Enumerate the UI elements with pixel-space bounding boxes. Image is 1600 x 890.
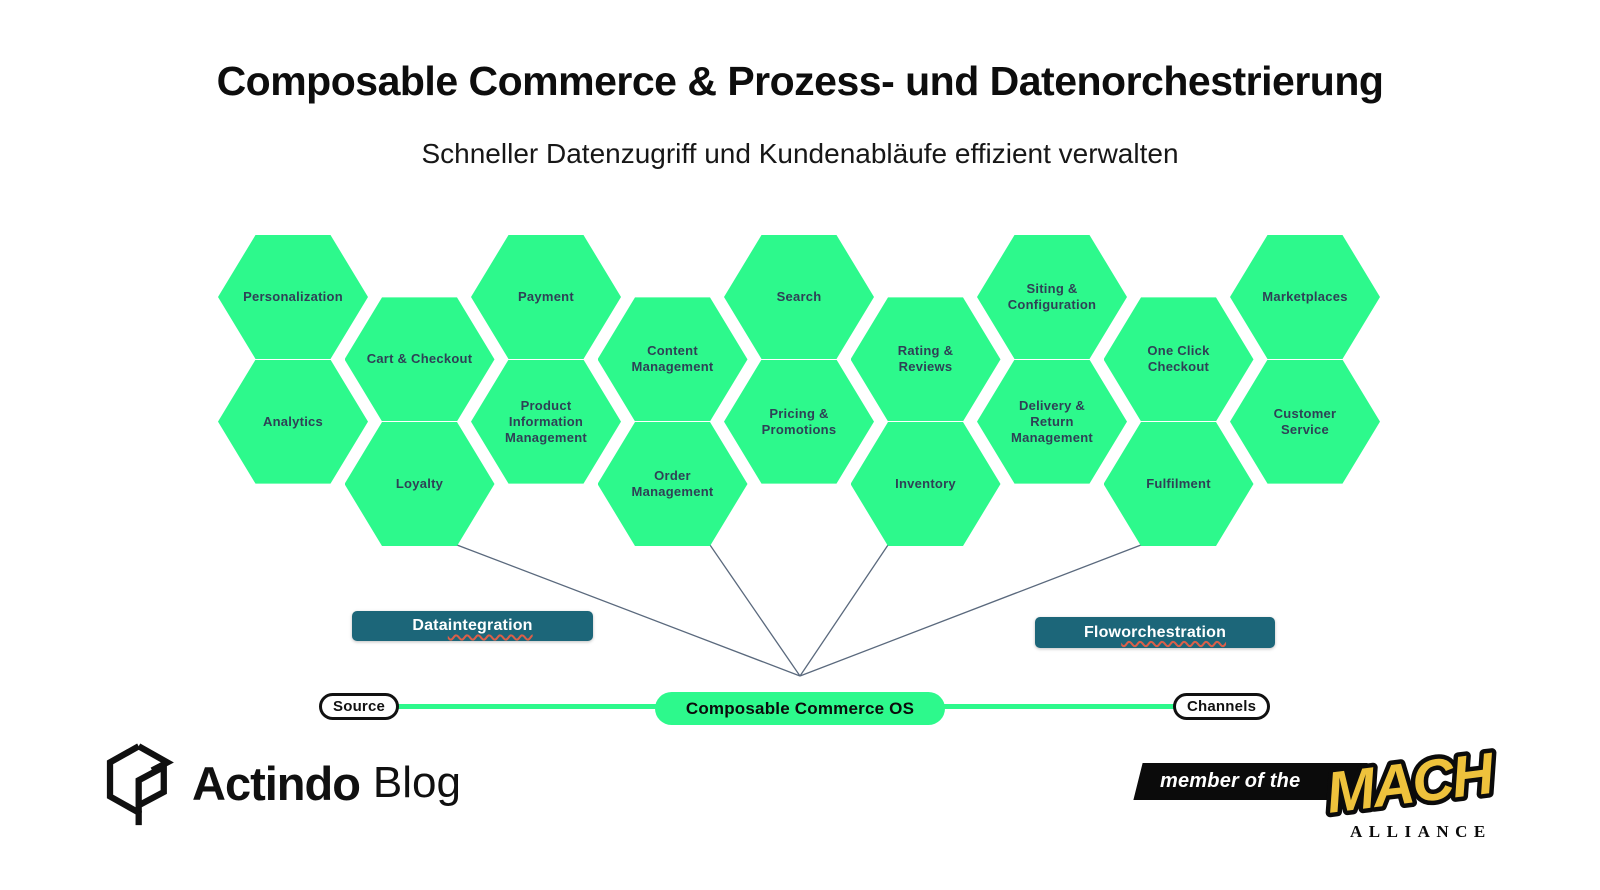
hexagon-content-management: Content Management [597,297,748,422]
hexagon-analytics: Analytics [218,359,368,484]
actindo-cube-icon [106,743,174,826]
hexagon-delivery-and-return-management: Delivery & Return Management [977,359,1127,484]
hexagon-order-management: Order Management [597,421,748,546]
mach-wordmark: MACH [1318,736,1503,830]
hexagon-label: Siting & Configuration [1007,281,1097,312]
hexagon-fulfilment: Fulfilment [1103,421,1254,546]
hexagon-label: Payment [518,289,574,305]
hexagon-label: One Click Checkout [1147,343,1210,375]
hexagon-product-information-management: Product Information Management [471,359,621,484]
hexagon-payment: Payment [471,235,621,359]
hexagon-rating-and-reviews: Rating & Reviews [850,297,1001,422]
data-integration-label: Data [412,617,448,634]
hexagon-label: Fulfilment [1146,476,1211,492]
hexagon-marketplaces: Marketplaces [1230,235,1380,359]
connector-line-fulfilment [799,544,1142,677]
hexagon-label: Inventory [895,476,956,492]
hexagon-label: Search [776,289,822,305]
composable-commerce-os-pill: Composable Commerce OS [655,692,945,725]
hexagon-personalization: Personalization [218,235,368,359]
hexagon-search: Search [724,235,874,359]
blog-label: Blog [372,758,461,807]
hexagon-label: Content Management [631,343,714,375]
pipeline-line-left [393,704,658,709]
flow-orchestration-button[interactable]: Flow orchestration [1035,617,1275,648]
data-integration-label-wavy: integration [447,617,533,634]
pipeline-line-right [942,704,1177,709]
hexagon-inventory: Inventory [850,421,1001,546]
mach-member-label: member of the [1160,770,1301,792]
page-title: Composable Commerce & Prozess- und Daten… [216,58,1384,104]
channels-pill: Channels [1173,693,1271,720]
flow-orchestration-label-wavy: orchestration [1121,623,1227,641]
hexagon-label: Delivery & Return Management [1011,397,1093,445]
source-pill: Source [319,693,400,720]
hexagon-label: Order Management [631,468,714,499]
hexagon-loyalty: Loyalty [344,421,495,546]
actindo-logo: Actindo Blog [98,740,461,826]
hexagon-label: Cart & Checkout [366,351,473,367]
hexagon-label: Personalization [243,289,343,305]
hexagon-siting-and-configuration: Siting & Configuration [977,235,1127,359]
hexagon-label: Pricing & Promotions [761,405,837,437]
hexagon-one-click-checkout: One Click Checkout [1103,297,1254,422]
actindo-wordmark: Actindo [192,756,361,810]
hexagon-cart-and-checkout: Cart & Checkout [344,297,495,422]
hexagon-label: Analytics [262,413,324,429]
hexagon-label: Marketplaces [1262,289,1348,305]
hexagon-customer-service: Customer Service [1230,359,1380,484]
mach-alliance-label: ALLIANCE [1350,822,1492,841]
mach-word-text: MACH [1323,741,1499,826]
connector-line-inventory [799,544,889,677]
hexagon-label: Customer Service [1273,405,1337,437]
data-integration-button[interactable]: Data integration [352,611,593,641]
connector-line-order-management [709,544,801,677]
hexagon-pricing-and-promotions: Pricing & Promotions [724,359,874,484]
hexagon-label: Loyalty [395,476,444,492]
page-subtitle: Schneller Datenzugriff und Kundenabläufe… [421,138,1179,169]
hexagon-label: Product Information Management [505,397,587,445]
hexagon-label: Rating & Reviews [897,343,954,375]
mach-alliance-logo: member of the MACH ALLIANCE [1133,736,1518,850]
flow-orchestration-label: Flow [1083,623,1122,641]
